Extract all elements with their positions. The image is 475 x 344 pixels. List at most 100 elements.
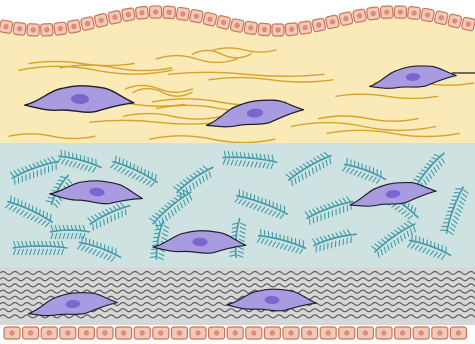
epithelial-cell bbox=[395, 327, 411, 339]
epithelial-cell bbox=[163, 6, 176, 19]
epithelial-nucleus bbox=[66, 331, 70, 335]
epithelial-cell bbox=[272, 24, 284, 36]
epithelial-cell bbox=[4, 327, 20, 339]
epithelial-nucleus bbox=[44, 27, 49, 32]
epithelial-nucleus bbox=[363, 331, 367, 335]
epithelial-cell bbox=[13, 22, 26, 35]
epithelial-nucleus bbox=[398, 10, 403, 15]
epithelial-cell bbox=[434, 11, 448, 25]
epithelial-cell bbox=[134, 327, 150, 339]
epithelial-nucleus bbox=[58, 26, 63, 31]
epithelial-cell bbox=[94, 13, 108, 27]
epithelial-cell bbox=[413, 327, 429, 339]
epithelial-cell bbox=[80, 16, 94, 30]
epithelial-nucleus bbox=[153, 10, 157, 14]
epithelial-cell bbox=[108, 10, 122, 24]
epithelial-cell bbox=[203, 12, 217, 26]
epithelial-nucleus bbox=[303, 25, 308, 30]
epithelial-nucleus bbox=[177, 331, 181, 335]
epithelial-nucleus bbox=[140, 331, 144, 335]
epithelial-nucleus bbox=[196, 331, 200, 335]
epithelial-nucleus bbox=[384, 10, 389, 15]
epithelial-cell bbox=[23, 327, 39, 339]
epithelial-cell bbox=[116, 327, 132, 339]
epithelial-cell bbox=[41, 24, 54, 37]
epithelial-nucleus bbox=[270, 331, 274, 335]
epithelial-nucleus bbox=[180, 11, 185, 16]
epithelial-cell bbox=[189, 9, 203, 23]
epithelial-cell bbox=[339, 12, 353, 26]
epithelial-nucleus bbox=[248, 25, 253, 30]
epithelial-nucleus bbox=[84, 331, 88, 335]
epithelial-cell bbox=[190, 327, 206, 339]
epithelial-cell bbox=[357, 327, 373, 339]
epithelial-cell bbox=[366, 7, 379, 20]
epithelial-cell bbox=[353, 9, 367, 23]
epithelial-cell bbox=[258, 23, 271, 36]
epithelial-cell bbox=[285, 23, 298, 36]
epithelial-nucleus bbox=[140, 10, 145, 15]
epithelial-cell bbox=[320, 327, 336, 339]
epithelial-cell bbox=[312, 18, 326, 32]
epithelial-cell bbox=[209, 327, 225, 339]
epithelial-cell bbox=[216, 15, 230, 29]
epithelial-nucleus bbox=[307, 331, 311, 335]
epithelial-nucleus bbox=[10, 331, 14, 335]
epithelial-cell bbox=[78, 327, 94, 339]
epithelial-nucleus bbox=[214, 331, 218, 335]
epithelial-cell bbox=[264, 327, 280, 339]
epithelial-cell bbox=[432, 327, 448, 339]
epithelial-cell bbox=[325, 15, 339, 29]
epithelial-cell bbox=[230, 18, 244, 32]
epithelial-cell bbox=[54, 22, 67, 35]
epithelial-cell bbox=[176, 7, 190, 21]
epithelial-nucleus bbox=[289, 331, 293, 335]
epithelial-nucleus bbox=[456, 331, 460, 335]
epithelial-cell bbox=[298, 21, 312, 35]
epithelial-nucleus bbox=[371, 11, 376, 16]
epithelial-cell bbox=[27, 24, 39, 36]
epithelial-nucleus bbox=[412, 11, 417, 16]
epithelial-cell bbox=[135, 6, 148, 19]
epithelial-cell bbox=[0, 20, 13, 34]
epithelial-nucleus bbox=[326, 331, 330, 335]
epithelial-cell bbox=[171, 327, 187, 339]
epithelial-nucleus bbox=[121, 331, 125, 335]
epithelial-nucleus bbox=[167, 10, 172, 15]
epithelial-cell bbox=[339, 327, 355, 339]
epithelial-nucleus bbox=[345, 331, 349, 335]
lower-epithelium bbox=[0, 325, 475, 344]
epithelial-nucleus bbox=[28, 331, 32, 335]
epithelial-cell bbox=[450, 327, 466, 339]
epithelial-cell bbox=[448, 14, 462, 28]
epithelial-cell bbox=[376, 327, 392, 339]
epithelial-nucleus bbox=[17, 26, 22, 31]
epithelial-cell bbox=[302, 327, 318, 339]
epithelial-nucleus bbox=[31, 28, 36, 33]
epithelial-cell bbox=[380, 6, 393, 19]
epithelial-nucleus bbox=[382, 331, 386, 335]
epithelial-cell bbox=[97, 327, 113, 339]
branched-fiber-layer bbox=[0, 143, 475, 267]
epithelial-cell bbox=[67, 19, 81, 33]
epithelial-nucleus bbox=[262, 27, 267, 32]
epithelial-cell bbox=[246, 327, 262, 339]
epithelial-cell bbox=[394, 6, 406, 18]
epithelial-cell bbox=[461, 17, 475, 31]
epithelial-cell bbox=[244, 21, 258, 35]
epithelial-cell bbox=[421, 8, 435, 22]
epithelial-cell bbox=[283, 327, 299, 339]
epithelial-nucleus bbox=[400, 331, 404, 335]
epithelial-nucleus bbox=[289, 27, 294, 32]
epithelial-nucleus bbox=[159, 331, 163, 335]
epithelial-nucleus bbox=[252, 331, 256, 335]
epithelial-cell bbox=[150, 6, 162, 18]
epithelial-nucleus bbox=[233, 331, 237, 335]
epithelial-nucleus bbox=[438, 331, 442, 335]
epithelial-nucleus bbox=[47, 331, 51, 335]
epithelial-cell bbox=[121, 8, 135, 22]
epithelial-nucleus bbox=[276, 28, 280, 32]
epithelial-cell bbox=[227, 327, 243, 339]
